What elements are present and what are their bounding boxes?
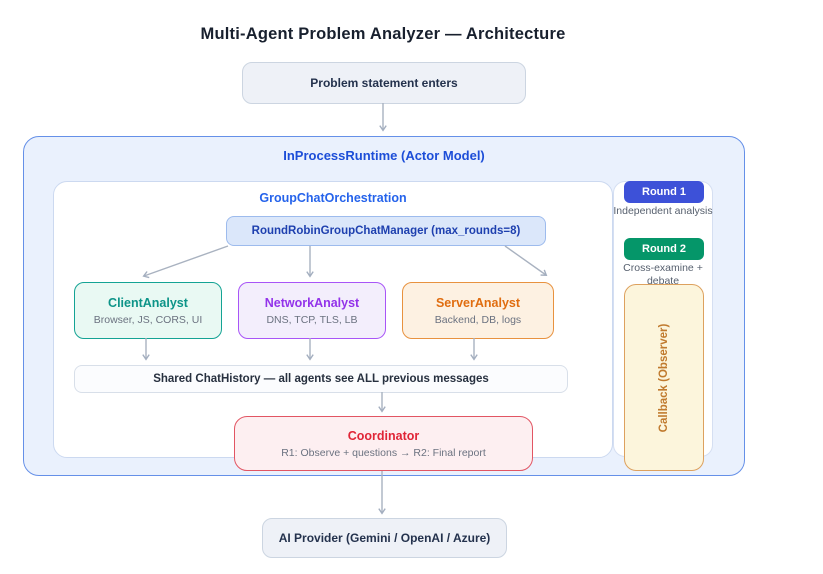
network-analyst-detail: DNS, TCP, TLS, LB [266, 313, 358, 326]
ai-provider-label: AI Provider (Gemini / OpenAI / Azure) [278, 531, 491, 545]
orchestration-title: GroupChatOrchestration [259, 191, 407, 205]
problem-statement-node: Problem statement enters [242, 62, 526, 104]
client-analyst-detail: Browser, JS, CORS, UI [93, 313, 203, 326]
coordinator-name: Coordinator [347, 428, 420, 443]
server-analyst-name: ServerAnalyst [435, 295, 521, 310]
page-title: Multi-Agent Problem Analyzer — Architect… [200, 25, 566, 43]
chat-history-label: Shared ChatHistory — all agents see ALL … [153, 373, 489, 385]
server-analyst-detail: Backend, DB, logs [434, 313, 522, 326]
round-robin-manager-node: RoundRobinGroupChatManager (max_rounds=8… [226, 216, 546, 246]
server-analyst-node: ServerAnalyst Backend, DB, logs [402, 282, 554, 339]
coordinator-node: Coordinator R1: Observe + questions → R2… [234, 416, 533, 471]
round-2-caption: Cross-examine + debate [623, 262, 703, 287]
round-1-label: Round 1 [642, 186, 686, 198]
callback-observer-label: Callback (Observer) [658, 323, 670, 432]
round-2-badge: Round 2 [624, 238, 704, 260]
coordinator-detail: R1: Observe + questions → R2: Final repo… [281, 446, 486, 459]
group-chat-orchestration-box: GroupChatOrchestration RoundRobinGroupCh… [53, 181, 613, 458]
callback-observer-node: Callback (Observer) [624, 284, 704, 471]
problem-statement-label: Problem statement enters [310, 76, 458, 90]
shared-chat-history-node: Shared ChatHistory — all agents see ALL … [74, 365, 568, 393]
round-1-caption: Independent analysis [613, 205, 713, 217]
client-analyst-name: ClientAnalyst [108, 295, 188, 310]
network-analyst-node: NetworkAnalyst DNS, TCP, TLS, LB [238, 282, 386, 339]
round-1-badge: Round 1 [624, 181, 704, 203]
ai-provider-node: AI Provider (Gemini / OpenAI / Azure) [262, 518, 507, 558]
manager-label: RoundRobinGroupChatManager (max_rounds=8… [251, 225, 521, 237]
runtime-title: InProcessRuntime (Actor Model) [283, 148, 485, 163]
network-analyst-name: NetworkAnalyst [264, 295, 360, 310]
client-analyst-node: ClientAnalyst Browser, JS, CORS, UI [74, 282, 222, 339]
inprocess-runtime-box: InProcessRuntime (Actor Model) GroupChat… [23, 136, 745, 476]
round-2-label: Round 2 [642, 243, 686, 255]
